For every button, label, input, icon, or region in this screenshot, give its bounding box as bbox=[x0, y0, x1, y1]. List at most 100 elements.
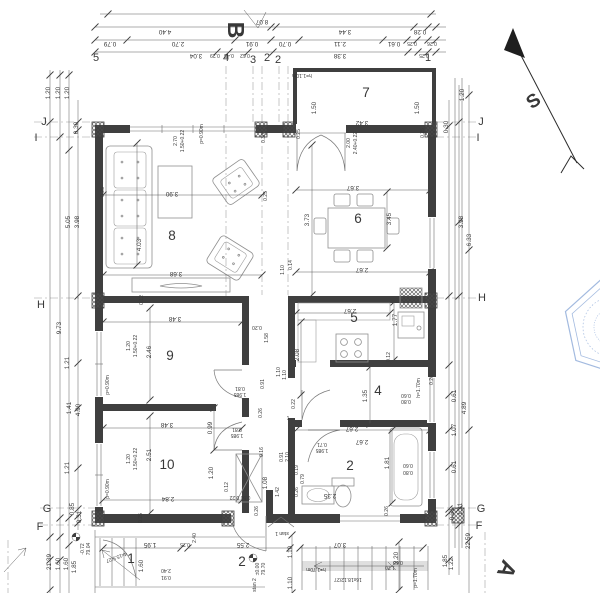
dim-label: 1.20 bbox=[64, 86, 71, 99]
dim-label: 1.50+0.22 bbox=[133, 448, 139, 471]
armchair-icon bbox=[206, 235, 254, 281]
dim-label: 0.50 0.22 bbox=[229, 494, 250, 500]
dim-tick bbox=[445, 122, 453, 130]
dim-label: 1.20 bbox=[126, 454, 132, 464]
window-lines bbox=[94, 78, 463, 593]
dim-label: 0.60 bbox=[403, 462, 413, 468]
wall-opening bbox=[427, 377, 437, 423]
dim-label: 0.25 bbox=[138, 513, 144, 523]
shaft-icon bbox=[399, 287, 423, 309]
dim-tick bbox=[445, 361, 453, 369]
grid-label-4: 4 bbox=[223, 52, 229, 64]
dim-label: 3.04 bbox=[189, 52, 202, 59]
wall-opening bbox=[242, 417, 251, 450]
dim-label: 1.50 bbox=[414, 101, 421, 114]
dim-label: 1.50+0.22 bbox=[133, 335, 139, 358]
wall bbox=[242, 303, 249, 514]
dim-tick bbox=[395, 538, 403, 546]
dim-tick bbox=[390, 298, 398, 306]
dim-label: 2.84 bbox=[161, 495, 174, 502]
dim-tick bbox=[238, 318, 246, 326]
dim-label: 3.67 bbox=[346, 184, 359, 191]
room-number-5: 5 bbox=[350, 310, 358, 325]
axis-dash-lines bbox=[7, 66, 486, 593]
dim-label: ±0.00 bbox=[255, 563, 261, 576]
dim-label: 1.10 bbox=[276, 367, 282, 377]
dim-tick bbox=[177, 544, 185, 552]
door-swing-icon bbox=[102, 539, 137, 579]
door-swing-icon bbox=[213, 369, 243, 399]
column-hatch bbox=[451, 507, 465, 524]
dim-label: 0.71 bbox=[317, 441, 327, 447]
door-swing-icon bbox=[230, 515, 267, 552]
dim-label: 1.10 bbox=[287, 576, 294, 589]
dim-label: 1.35 bbox=[362, 389, 369, 402]
washbasin-icon bbox=[301, 485, 335, 505]
grid-label-G: G bbox=[43, 503, 52, 515]
dim-tick bbox=[210, 446, 218, 454]
dim-tick bbox=[296, 544, 304, 552]
dim-tick bbox=[445, 391, 453, 399]
dim-tick bbox=[414, 48, 422, 56]
dim-label: 1.81 bbox=[384, 456, 391, 469]
dim-tick bbox=[258, 191, 266, 199]
dim-label: 1.10 bbox=[282, 370, 288, 380]
dim-tick bbox=[46, 71, 54, 79]
grid-label-2: 2 bbox=[264, 52, 270, 64]
dim-label: 0.25 bbox=[263, 191, 269, 201]
room-number-9: 9 bbox=[166, 348, 174, 363]
dim-tick bbox=[445, 509, 453, 517]
dim-label: 1.20 bbox=[126, 341, 132, 351]
dim-tick bbox=[427, 10, 435, 18]
door-swing-icon bbox=[213, 421, 243, 451]
dim-tick bbox=[74, 512, 82, 520]
dim-tick bbox=[267, 23, 275, 31]
dim-label: 3.90 bbox=[165, 190, 178, 197]
dim-tick bbox=[133, 261, 141, 269]
dim-tick bbox=[56, 514, 64, 522]
dim-tick bbox=[91, 36, 99, 44]
dim-label: 3.73 bbox=[304, 213, 311, 226]
dim-tick bbox=[432, 48, 440, 56]
dim-tick bbox=[56, 533, 64, 541]
dim-label: 1.50 bbox=[311, 101, 318, 114]
grid-label-F: F bbox=[476, 520, 483, 532]
grid-label-F: F bbox=[37, 521, 44, 533]
grid-label-I: I bbox=[34, 132, 37, 144]
dim-tick bbox=[146, 396, 154, 404]
dim-tick bbox=[383, 244, 391, 252]
armchair-icon bbox=[212, 159, 260, 205]
dim-label: 1.985 bbox=[316, 447, 329, 453]
wall bbox=[428, 125, 436, 523]
dim-tick bbox=[74, 519, 82, 527]
stove-icon bbox=[335, 333, 369, 363]
dim-label: 3.98 bbox=[458, 215, 465, 228]
dim-label: 0.12 bbox=[386, 352, 392, 362]
dim-label: 0.80 bbox=[403, 469, 413, 475]
dim-label: 8.07 bbox=[255, 18, 268, 25]
dim-tick bbox=[465, 536, 473, 544]
dim-tick bbox=[404, 48, 412, 56]
dim-tick bbox=[46, 556, 54, 564]
dim-tick bbox=[65, 71, 73, 79]
dim-tick bbox=[455, 118, 463, 126]
dim-tick bbox=[366, 363, 374, 371]
dim-tick bbox=[133, 139, 141, 147]
coffee-table-icon bbox=[157, 165, 193, 219]
dim-tick bbox=[146, 509, 154, 517]
dim-tick bbox=[445, 463, 453, 471]
dim-tick bbox=[288, 531, 296, 539]
dim-label: 0.25 bbox=[180, 541, 190, 547]
wall-opening bbox=[249, 295, 288, 304]
dim-label: 21.39 bbox=[46, 554, 53, 570]
dim-label: 2.10 bbox=[285, 452, 291, 462]
dim-tick bbox=[213, 48, 221, 56]
north-letter: S bbox=[523, 89, 545, 113]
wall-opening bbox=[340, 513, 400, 524]
dim-tick bbox=[366, 420, 374, 428]
dim-label: 2.70 bbox=[173, 136, 179, 146]
column-hatch bbox=[91, 121, 105, 138]
dim-label: 1.41 bbox=[66, 401, 73, 414]
dim-label: 0.26 bbox=[427, 40, 437, 46]
dim-tick bbox=[419, 544, 427, 552]
